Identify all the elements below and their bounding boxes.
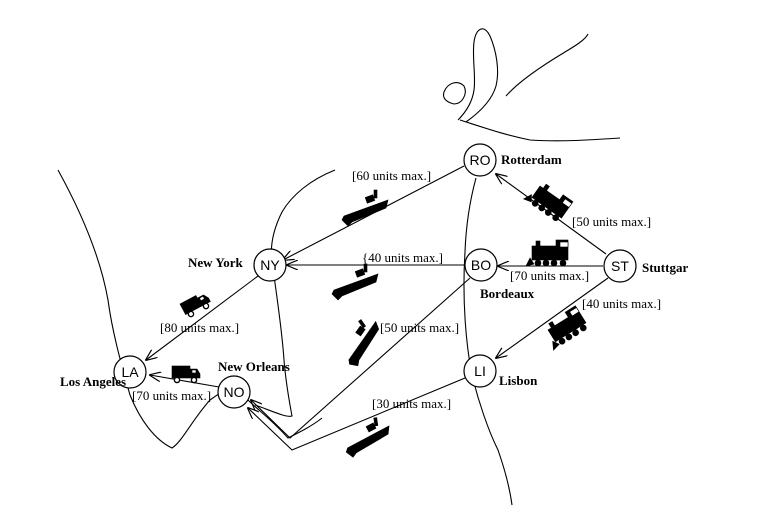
node-abbr: NY — [260, 257, 280, 273]
capacity-label-bo-ny: {40 units max.] — [362, 250, 443, 265]
edge-lisbon-neworleans — [248, 377, 466, 451]
capacity-label-no-la: [70 units max.] — [132, 388, 211, 403]
capacity-label-st-li: [40 units max.] — [582, 296, 661, 311]
capacity-label-ro-ny: [60 units max.] — [352, 168, 431, 183]
city-label: New York — [188, 255, 244, 270]
city-label: Bordeaux — [480, 286, 535, 301]
node-losangeles: LA Los Angeles — [60, 355, 147, 389]
northern-peninsula-east — [505, 33, 589, 97]
capacity-labels: [60 units max.] {40 units max.] [50 unit… — [132, 168, 661, 411]
node-abbr: RO — [470, 152, 491, 168]
edge-neworleans-losangeles — [150, 375, 220, 388]
node-lisbon: LI Lisbon — [463, 354, 538, 388]
city-label: Los Angeles — [60, 374, 126, 389]
train-icon — [539, 305, 590, 351]
nodes: RO Rotterdam BO Bordeaux ST Stuttgar LI … — [60, 143, 688, 409]
city-label: Stuttgar — [642, 260, 688, 275]
node-stuttgart: ST Stuttgar — [603, 249, 688, 283]
vehicles — [171, 177, 590, 459]
edge-bordeaux-neworleans — [251, 277, 471, 439]
ship-icon — [341, 415, 394, 459]
train-icon — [523, 177, 574, 224]
capacity-label-ny-la: [80 units max.] — [160, 320, 239, 335]
node-bordeaux: BO Bordeaux — [464, 248, 535, 301]
island — [442, 82, 466, 105]
node-neworleans: NO New Orleans — [217, 359, 290, 409]
node-abbr: LI — [474, 363, 486, 379]
europe-coast — [459, 119, 621, 506]
capacity-label-st-ro: [50 units max.] — [572, 214, 651, 229]
node-abbr: LA — [121, 364, 139, 380]
capacity-label-st-bo: [70 units max.] — [510, 268, 589, 283]
node-abbr: BO — [471, 257, 491, 273]
ship-icon — [331, 263, 379, 301]
northern-peninsula — [457, 28, 499, 123]
north-america-west-coast — [57, 169, 237, 449]
city-label: Rotterdam — [501, 152, 562, 167]
train-icon — [525, 239, 569, 267]
city-label: Lisbon — [499, 373, 538, 388]
north-america-east-coast — [254, 169, 336, 417]
ship-icon — [341, 189, 389, 227]
capacity-label-bo-no: [50 units max.] — [380, 320, 459, 335]
truck-icon — [171, 365, 201, 384]
edge-stuttgart-lisbon — [496, 277, 609, 358]
city-label: New Orleans — [218, 359, 290, 374]
coastlines — [57, 28, 621, 506]
edge-newyork-losangeles — [146, 275, 259, 360]
capacity-label-li-no: [30 units max.] — [372, 396, 451, 411]
node-abbr: NO — [224, 384, 245, 400]
node-newyork: NY New York — [188, 248, 287, 282]
node-rotterdam: RO Rotterdam — [463, 143, 562, 177]
node-abbr: ST — [611, 258, 629, 274]
truck-icon — [179, 290, 214, 320]
